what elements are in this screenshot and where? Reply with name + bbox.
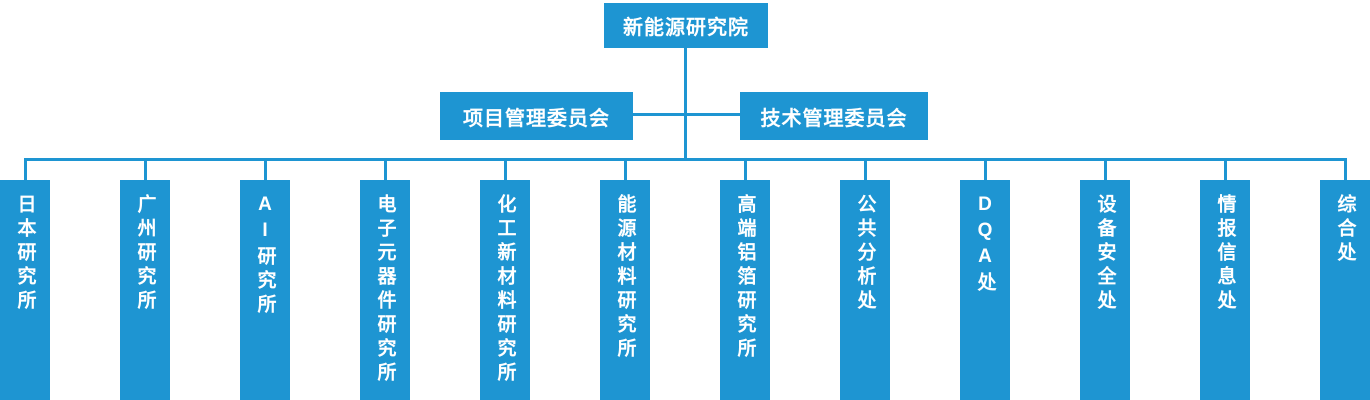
committee-label: 技术管理委员会 [760,107,908,130]
department-box-public-analysis-office: 公共分析处 [840,180,890,400]
connector-department-drop-line [984,158,987,182]
department-box-equipment-safety-office: 设备安全处 [1080,180,1130,400]
connector-department-drop-line [384,158,387,182]
connector-department-drop-line [504,158,507,182]
connector-department-drop-line [1344,158,1347,182]
department-label: 电子元器件研究所 [374,194,396,386]
department-box-dqa-office: DQA处 [960,180,1010,400]
connector-department-drop-line [1224,158,1227,182]
connector-committee-horizontal-line [633,113,740,116]
department-label: 设备安全处 [1094,194,1116,314]
department-box-guangzhou-research-institute: 广州研究所 [120,180,170,400]
org-root-label: 新能源研究院 [623,17,749,39]
department-box-highend-aluminum-foil-research-institute: 高端铝箔研究所 [720,180,770,400]
department-label: 广州研究所 [134,194,156,314]
department-label: 综合处 [1334,194,1356,266]
department-label: 高端铝箔研究所 [734,194,756,362]
committee-box-technology-management: 技术管理委员会 [740,92,928,140]
org-root-box: 新能源研究院 [604,3,768,48]
department-box-general-office: 综合处 [1320,180,1370,400]
department-label: AI研究所 [254,194,276,318]
connector-department-drop-line [264,158,267,182]
department-box-chemical-new-materials-research-institute: 化工新材料研究所 [480,180,530,400]
department-box-electronic-components-research-institute: 电子元器件研究所 [360,180,410,400]
department-label: 公共分析处 [854,194,876,314]
connector-department-drop-line [744,158,747,182]
department-box-energy-materials-research-institute: 能源材料研究所 [600,180,650,400]
connector-department-drop-line [144,158,147,182]
connector-department-rail-line [24,158,1347,161]
committee-box-project-management: 项目管理委员会 [440,92,633,140]
connector-department-drop-line [624,158,627,182]
connector-department-drop-line [1104,158,1107,182]
department-box-ai-research-institute: AI研究所 [240,180,290,400]
connector-root-vertical-line [684,48,687,161]
connector-department-drop-line [864,158,867,182]
department-label: 日本研究所 [14,194,36,314]
department-label: 情报信息处 [1214,194,1236,314]
department-label: 能源材料研究所 [614,194,636,362]
committee-label: 项目管理委员会 [463,107,610,130]
connector-department-drop-line [24,158,27,182]
department-box-intelligence-information-office: 情报信息处 [1200,180,1250,400]
department-label: 化工新材料研究所 [494,194,516,386]
department-box-japan-research-institute: 日本研究所 [0,180,50,400]
department-label: DQA处 [974,194,996,296]
